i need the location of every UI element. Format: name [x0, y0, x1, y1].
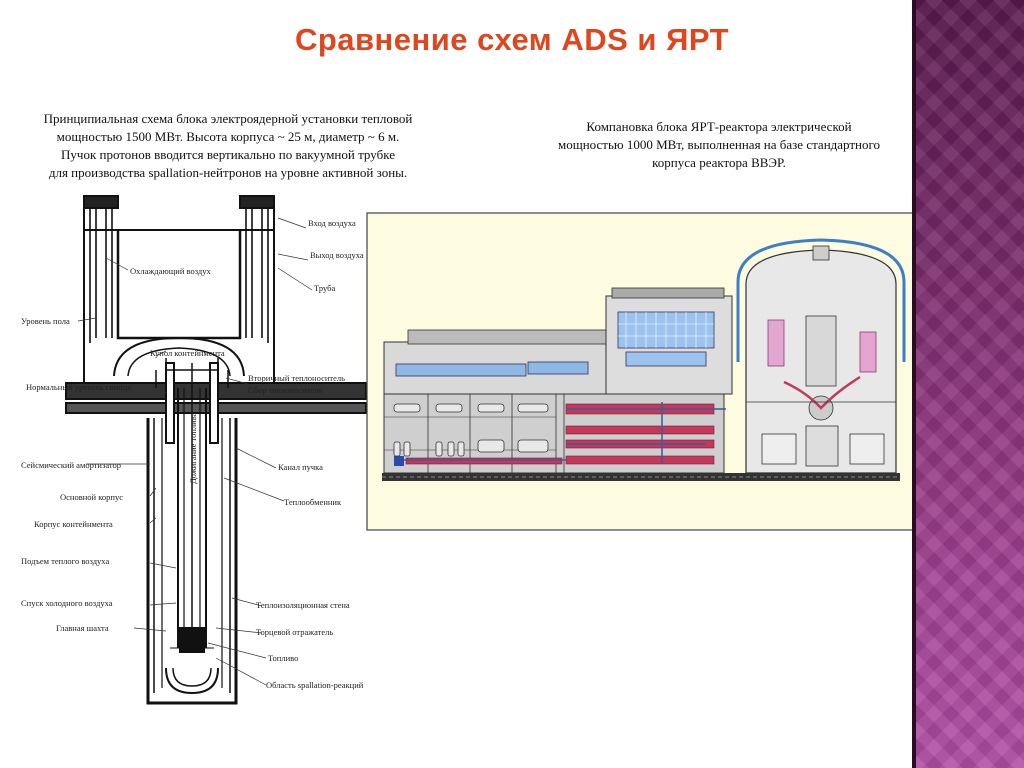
left-caption: Принципиальная схема блока электроядерно… [43, 111, 413, 180]
label-oblast-spall: Область spallation-реакций [266, 680, 364, 690]
label-tor-otrazh: Торцевой отражатель [256, 627, 333, 637]
label-glav-shahta: Главная шахта [56, 623, 109, 633]
label-toplivo: Топливо [268, 653, 298, 663]
label-truba: Труба [314, 283, 335, 293]
slide-title: Сравнение схем ADS и ЯРТ [294, 22, 730, 57]
label-kanal-puchka: Канал пучка [278, 462, 323, 472]
label-teplo-stena: Теплоизоляционная стена [256, 600, 350, 610]
label-spusk: Спуск холодного воздуха [21, 598, 113, 608]
label-ohl-vozduh: Охлаждающий воздух [130, 266, 211, 276]
label-seism: Сейсмический амортизатор [21, 460, 121, 470]
label-korpus-kont: Корпус контейнмента [34, 519, 113, 529]
label-sbor-teplo: Сбор теплоносителя [248, 385, 322, 395]
label-osn-korpus: Основной корпус [60, 492, 123, 502]
yart-layout-diagram [366, 212, 916, 531]
label-vtor-teplo: Вторичный теплоноситель [248, 373, 345, 383]
label-dozhig: Дожигание топлива [188, 412, 198, 484]
label-teploobmen: Теплообменник [284, 497, 342, 507]
decorative-side-band [912, 0, 1024, 768]
label-vhod: Вход воздуха [308, 218, 356, 228]
slide-canvas: Сравнение схем ADS и ЯРТ Принципиальная … [21, 22, 916, 705]
label-podem: Подъем теплого воздуха [21, 556, 109, 566]
label-kupol: Купол контейнмента [150, 348, 225, 358]
label-vyhod: Выход воздуха [310, 250, 364, 260]
ads-schematic: Охлаждающий воздух Уровень пола Купол ко… [21, 195, 367, 705]
right-caption: Компановка блока ЯРТ-реактора электричес… [557, 119, 881, 170]
label-norm-uroven: Нормальный уровень свинца [26, 382, 131, 392]
label-uroven-pola: Уровень пола [21, 316, 70, 326]
